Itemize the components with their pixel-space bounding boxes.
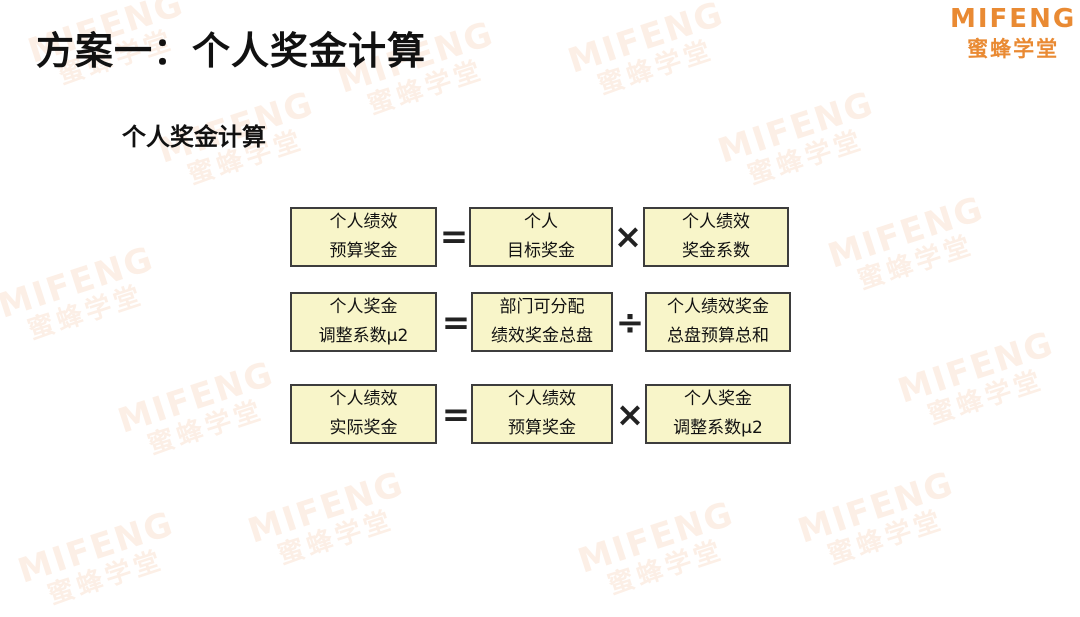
equals-sign: = xyxy=(441,303,471,343)
divide-sign: ÷ xyxy=(615,303,645,343)
formula-operand-box: 个人 目标奖金 xyxy=(469,207,613,267)
formula-operand-box: 个人绩效 预算奖金 xyxy=(471,384,613,444)
section-subtitle: 个人奖金计算 xyxy=(122,123,266,151)
formula-operand-box: 个人奖金 调整系数μ2 xyxy=(645,384,791,444)
formula-operand-box: 部门可分配 绩效奖金总盘 xyxy=(471,292,613,352)
equals-sign: = xyxy=(439,217,469,257)
formula-operand-box: 个人绩效奖金 总盘预算总和 xyxy=(645,292,791,352)
equals-sign: = xyxy=(441,395,471,435)
formula-result-box: 个人奖金 调整系数μ2 xyxy=(290,292,437,352)
page-title: 方案一：个人奖金计算 xyxy=(36,29,427,73)
brand-logo-cn: 蜜蜂学堂 xyxy=(967,37,1060,62)
formula-result-box: 个人绩效 实际奖金 xyxy=(290,384,437,444)
multiply-sign: × xyxy=(615,395,645,435)
formula-operand-box: 个人绩效 奖金系数 xyxy=(643,207,789,267)
formula-result-box: 个人绩效 预算奖金 xyxy=(290,207,437,267)
brand-logo-en: MIFENG xyxy=(950,4,1077,34)
multiply-sign: × xyxy=(613,217,643,257)
brand-logo: MIFENG 蜜蜂学堂 xyxy=(950,4,1077,63)
